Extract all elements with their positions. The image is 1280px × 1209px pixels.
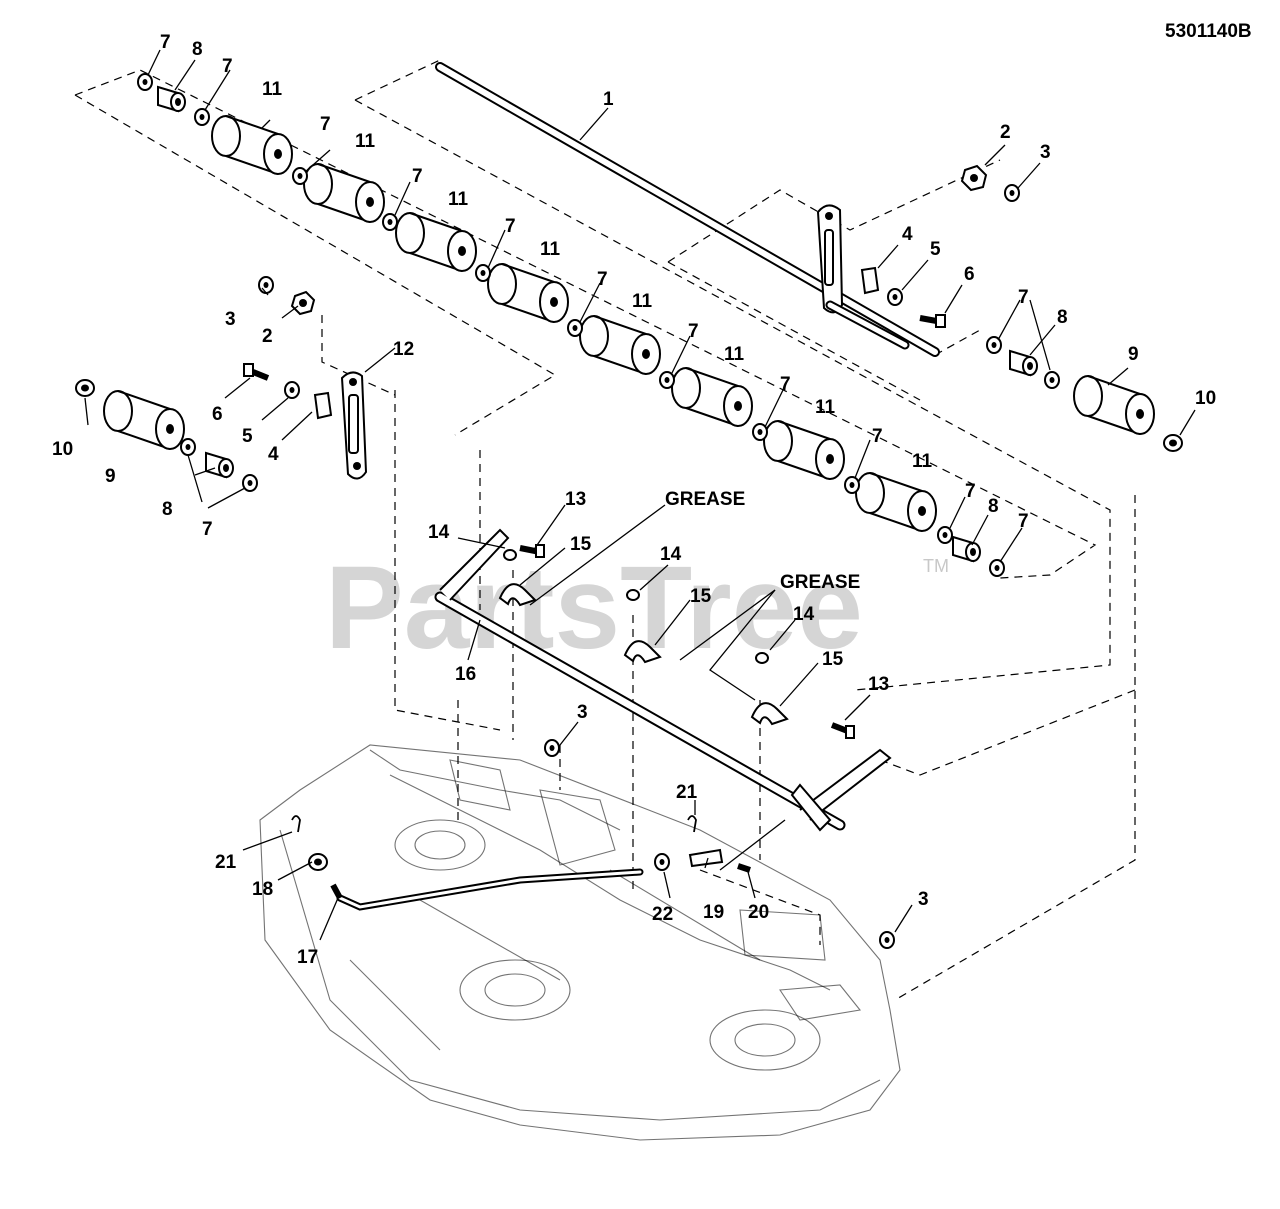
callout-5-right: 5 bbox=[930, 239, 941, 260]
callout-7-top-2: 7 bbox=[222, 56, 233, 77]
callout-3-right: 3 bbox=[1040, 142, 1051, 163]
hardware-nuts bbox=[75, 164, 1183, 871]
part-12-bracket-right bbox=[816, 204, 910, 350]
callout-grease-1: GREASE bbox=[665, 489, 745, 510]
callout-2-right: 2 bbox=[1000, 122, 1011, 143]
callout-7-top-1: 7 bbox=[160, 32, 171, 53]
clamps-grease-fittings bbox=[498, 549, 789, 726]
callout-3-mid: 3 bbox=[577, 702, 588, 723]
callout-10-right: 10 bbox=[1195, 388, 1216, 409]
part-17-height-link bbox=[291, 815, 751, 911]
callout-8-top: 8 bbox=[192, 39, 203, 60]
part-1-roller-shaft bbox=[435, 62, 940, 357]
callout-15-left: 15 bbox=[570, 534, 592, 555]
callout-20: 20 bbox=[748, 902, 769, 923]
roller-9-left bbox=[103, 390, 185, 450]
callout-14-left: 14 bbox=[428, 522, 450, 543]
callout-3-left: 3 bbox=[225, 309, 236, 330]
roller-11h bbox=[855, 472, 937, 532]
callout-grease-2: GREASE bbox=[780, 572, 860, 593]
part-16-cross-shaft bbox=[434, 528, 892, 832]
callout-4-left: 4 bbox=[268, 444, 279, 465]
callout-5-left: 5 bbox=[242, 426, 253, 447]
hardware-clips-bolts bbox=[243, 266, 946, 739]
callout-11-f: 11 bbox=[724, 344, 745, 365]
callout-15-right: 15 bbox=[822, 649, 844, 670]
callout-11-e: 11 bbox=[632, 291, 653, 312]
figure-id: 5301140B bbox=[1165, 21, 1252, 42]
callout-7-row-2: 7 bbox=[412, 166, 423, 187]
callout-11-c: 11 bbox=[448, 189, 469, 210]
callout-10-left: 10 bbox=[52, 439, 73, 460]
callout-11-b: 11 bbox=[355, 131, 376, 152]
roller-11e bbox=[579, 315, 661, 375]
roller-11b bbox=[303, 163, 385, 223]
watermark-tm: TM bbox=[923, 556, 949, 576]
callout-21-right: 21 bbox=[676, 782, 698, 803]
roller-11a bbox=[211, 115, 293, 175]
callout-7-row-4: 7 bbox=[597, 269, 608, 290]
callout-22: 22 bbox=[652, 904, 673, 925]
callout-7-row-8: 7 bbox=[965, 481, 976, 502]
callout-2-left: 2 bbox=[262, 326, 273, 347]
leader-lines bbox=[84, 49, 1196, 941]
callout-8-left: 8 bbox=[162, 499, 173, 520]
watermark-logo: PartsTree bbox=[325, 542, 863, 674]
callout-11-g: 11 bbox=[815, 397, 836, 418]
callout-7-row-6: 7 bbox=[780, 374, 791, 395]
callout-9-left: 9 bbox=[105, 466, 116, 487]
callout-7-row-3: 7 bbox=[505, 216, 516, 237]
callout-11-a: 11 bbox=[262, 79, 283, 100]
roller-11g bbox=[763, 420, 845, 480]
callout-19: 19 bbox=[703, 902, 724, 923]
callout-9-right: 9 bbox=[1128, 344, 1139, 365]
callout-labels: 1 2 3 4 5 6 7 8 9 10 7 8 7 11 7 11 7 11 … bbox=[52, 32, 1216, 968]
callout-7-row-9: 7 bbox=[1018, 511, 1029, 532]
roller-9-right bbox=[1073, 375, 1155, 435]
callout-7-left-1: 7 bbox=[202, 519, 213, 540]
roller-11c bbox=[395, 212, 477, 272]
callout-14-mid: 14 bbox=[660, 544, 682, 565]
callout-7-row-1: 7 bbox=[320, 114, 331, 135]
callout-6-left: 6 bbox=[212, 404, 223, 425]
callout-18: 18 bbox=[252, 879, 273, 900]
roller-11f bbox=[671, 367, 753, 427]
callout-7-row-7: 7 bbox=[872, 426, 883, 447]
callout-13-lower: 13 bbox=[868, 674, 889, 695]
callout-6-right: 6 bbox=[964, 264, 975, 285]
callout-13-upper: 13 bbox=[565, 489, 586, 510]
callout-15-mid: 15 bbox=[690, 586, 712, 607]
callout-11-d: 11 bbox=[540, 239, 561, 260]
callout-8-right: 8 bbox=[1057, 307, 1068, 328]
callout-7-shaft-end: 7 bbox=[1018, 287, 1029, 308]
callout-4-right: 4 bbox=[902, 224, 913, 245]
callout-11-h: 11 bbox=[912, 451, 933, 472]
roller-11d bbox=[487, 263, 569, 323]
callout-17: 17 bbox=[297, 947, 318, 968]
callout-8-row-end: 8 bbox=[988, 496, 999, 517]
mower-deck bbox=[259, 744, 901, 1141]
callout-16: 16 bbox=[455, 664, 476, 685]
callout-14-right: 14 bbox=[793, 604, 815, 625]
callout-21-left: 21 bbox=[215, 852, 237, 873]
callout-12: 12 bbox=[393, 339, 414, 360]
part-12-bracket-left bbox=[340, 371, 368, 480]
callout-1: 1 bbox=[603, 89, 614, 110]
callout-7-row-5: 7 bbox=[688, 321, 699, 342]
callout-3-lower: 3 bbox=[918, 889, 929, 910]
